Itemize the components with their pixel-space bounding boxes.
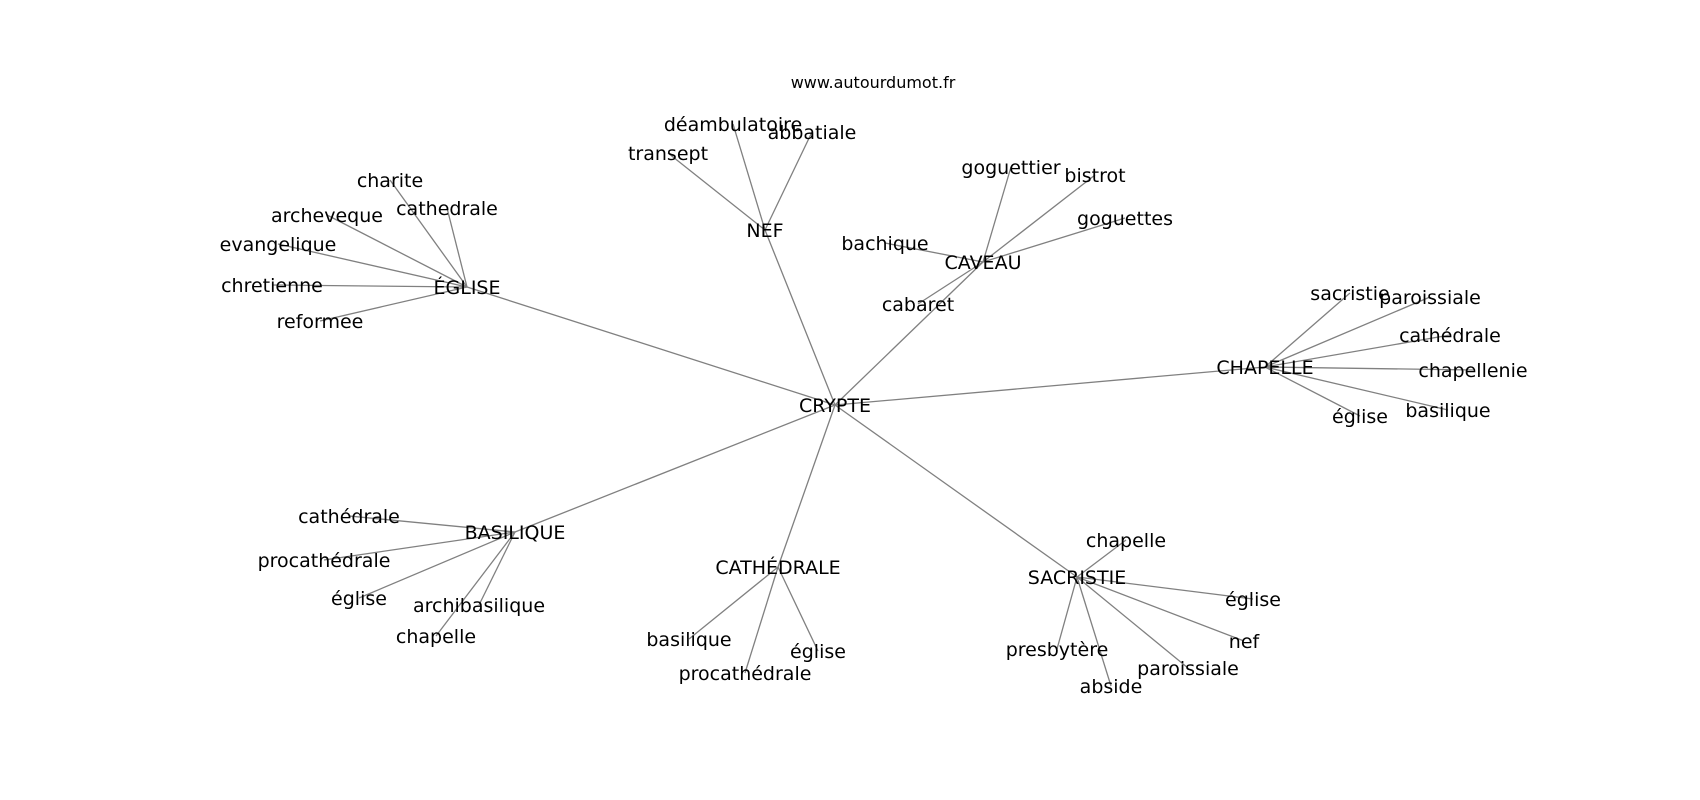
node-group-1: CAVEAU: [945, 252, 1022, 274]
edge-2-3: [277, 243, 468, 288]
edge-1-4: [917, 261, 984, 305]
edge-3-1: [1264, 296, 1431, 368]
node-leaf-3-1: paroissiale: [1379, 287, 1481, 309]
node-leaf-4-4: chapelle: [396, 626, 476, 648]
node-leaf-6-3: presbytère: [1006, 639, 1109, 661]
node-leaf-4-1: procathédrale: [258, 550, 391, 572]
edge-center-6: [834, 404, 1078, 578]
edge-1-1: [982, 174, 1096, 263]
node-leaf-6-2: nef: [1229, 631, 1261, 653]
node-leaf-0-2: transept: [628, 143, 708, 165]
edge-3-5: [1264, 366, 1361, 417]
node-leaf-4-2: église: [331, 588, 387, 610]
node-leaf-0-1: abbatiale: [768, 122, 857, 144]
node-leaf-3-3: chapellenie: [1418, 360, 1527, 382]
node-group-3: CHAPELLE: [1216, 357, 1313, 379]
edge-2-5: [319, 286, 468, 322]
node-center: CRYPTE: [799, 395, 871, 417]
node-group-6: SACRISTIE: [1028, 567, 1126, 589]
node-group-4: BASILIQUE: [465, 522, 566, 544]
edge-0-2: [667, 152, 766, 231]
edge-3-0: [1264, 292, 1351, 368]
node-leaf-3-2: cathédrale: [1399, 325, 1501, 347]
edge-3-4: [1264, 366, 1449, 411]
edge-6-3: [1056, 576, 1078, 650]
node-leaf-1-2: goguettes: [1077, 208, 1173, 230]
node-leaf-2-3: evangelique: [220, 234, 337, 256]
node-leaf-5-2: église: [790, 641, 846, 663]
edge-3-3: [1264, 366, 1474, 371]
node-leaf-4-3: archibasilique: [413, 595, 545, 617]
edge-1-3: [884, 242, 984, 263]
edge-6-2: [1076, 576, 1245, 642]
edge-4-2: [358, 531, 516, 599]
edge-6-1: [1076, 576, 1254, 600]
node-leaf-6-1: église: [1225, 589, 1281, 611]
edge-2-1: [326, 214, 468, 288]
edge-1-2: [982, 217, 1126, 263]
edge-5-1: [744, 566, 779, 674]
edge-0-1: [764, 131, 813, 231]
node-leaf-6-4: paroissiale: [1137, 658, 1239, 680]
edge-2-4: [271, 284, 468, 288]
edge-center-3: [834, 366, 1266, 406]
edge-2-0: [389, 179, 468, 288]
edge-5-2: [777, 566, 819, 652]
node-group-5: CATHÉDRALE: [715, 556, 840, 579]
edge-2-2: [446, 207, 468, 288]
edge-center-0: [764, 229, 836, 406]
node-leaf-2-2: cathedrale: [396, 198, 498, 220]
node-group-2: ÉGLISE: [434, 276, 501, 299]
node-leaf-3-4: basilique: [1405, 400, 1490, 422]
node-leaf-2-0: charite: [357, 170, 423, 192]
node-group-0: NEF: [746, 220, 783, 242]
node-leaf-5-0: basilique: [646, 629, 731, 651]
edge-5-0: [688, 566, 779, 640]
edge-center-5: [777, 404, 836, 568]
node-leaf-2-5: reformee: [277, 311, 364, 333]
node-leaf-4-0: cathédrale: [298, 506, 400, 528]
node-leaf-3-0: sacristie: [1310, 283, 1389, 305]
edge-center-1: [834, 261, 984, 406]
edges: [271, 123, 1474, 687]
node-leaf-3-5: église: [1332, 406, 1388, 428]
node-leaf-5-1: procathédrale: [679, 663, 812, 685]
edge-6-4: [1076, 576, 1189, 669]
node-leaf-2-4: chretienne: [221, 275, 323, 297]
labels: www.autourdumot.fr CRYPTE NEF déambulatoir…: [220, 73, 1528, 698]
edge-6-0: [1076, 539, 1127, 578]
source-label: www.autourdumot.fr: [791, 73, 956, 92]
node-leaf-6-5: abside: [1080, 676, 1143, 698]
edge-0-0: [732, 123, 766, 231]
edge-4-4: [435, 531, 516, 637]
edge-center-4: [514, 404, 836, 533]
edge-4-1: [323, 531, 516, 561]
node-leaf-1-4: cabaret: [882, 294, 954, 316]
edge-4-3: [478, 531, 516, 606]
edge-4-0: [348, 515, 516, 533]
edge-1-0: [982, 166, 1012, 263]
node-leaf-1-0: goguettier: [961, 157, 1060, 179]
node-leaf-6-0: chapelle: [1086, 530, 1166, 552]
node-leaf-2-1: archeveque: [271, 205, 383, 227]
node-leaf-1-3: bachique: [841, 233, 928, 255]
edge-center-2: [466, 286, 836, 406]
edge-3-2: [1264, 334, 1451, 368]
edge-6-5: [1076, 576, 1112, 687]
node-leaf-1-1: bistrot: [1064, 165, 1125, 187]
node-leaf-0-0: déambulatoire: [664, 114, 802, 136]
